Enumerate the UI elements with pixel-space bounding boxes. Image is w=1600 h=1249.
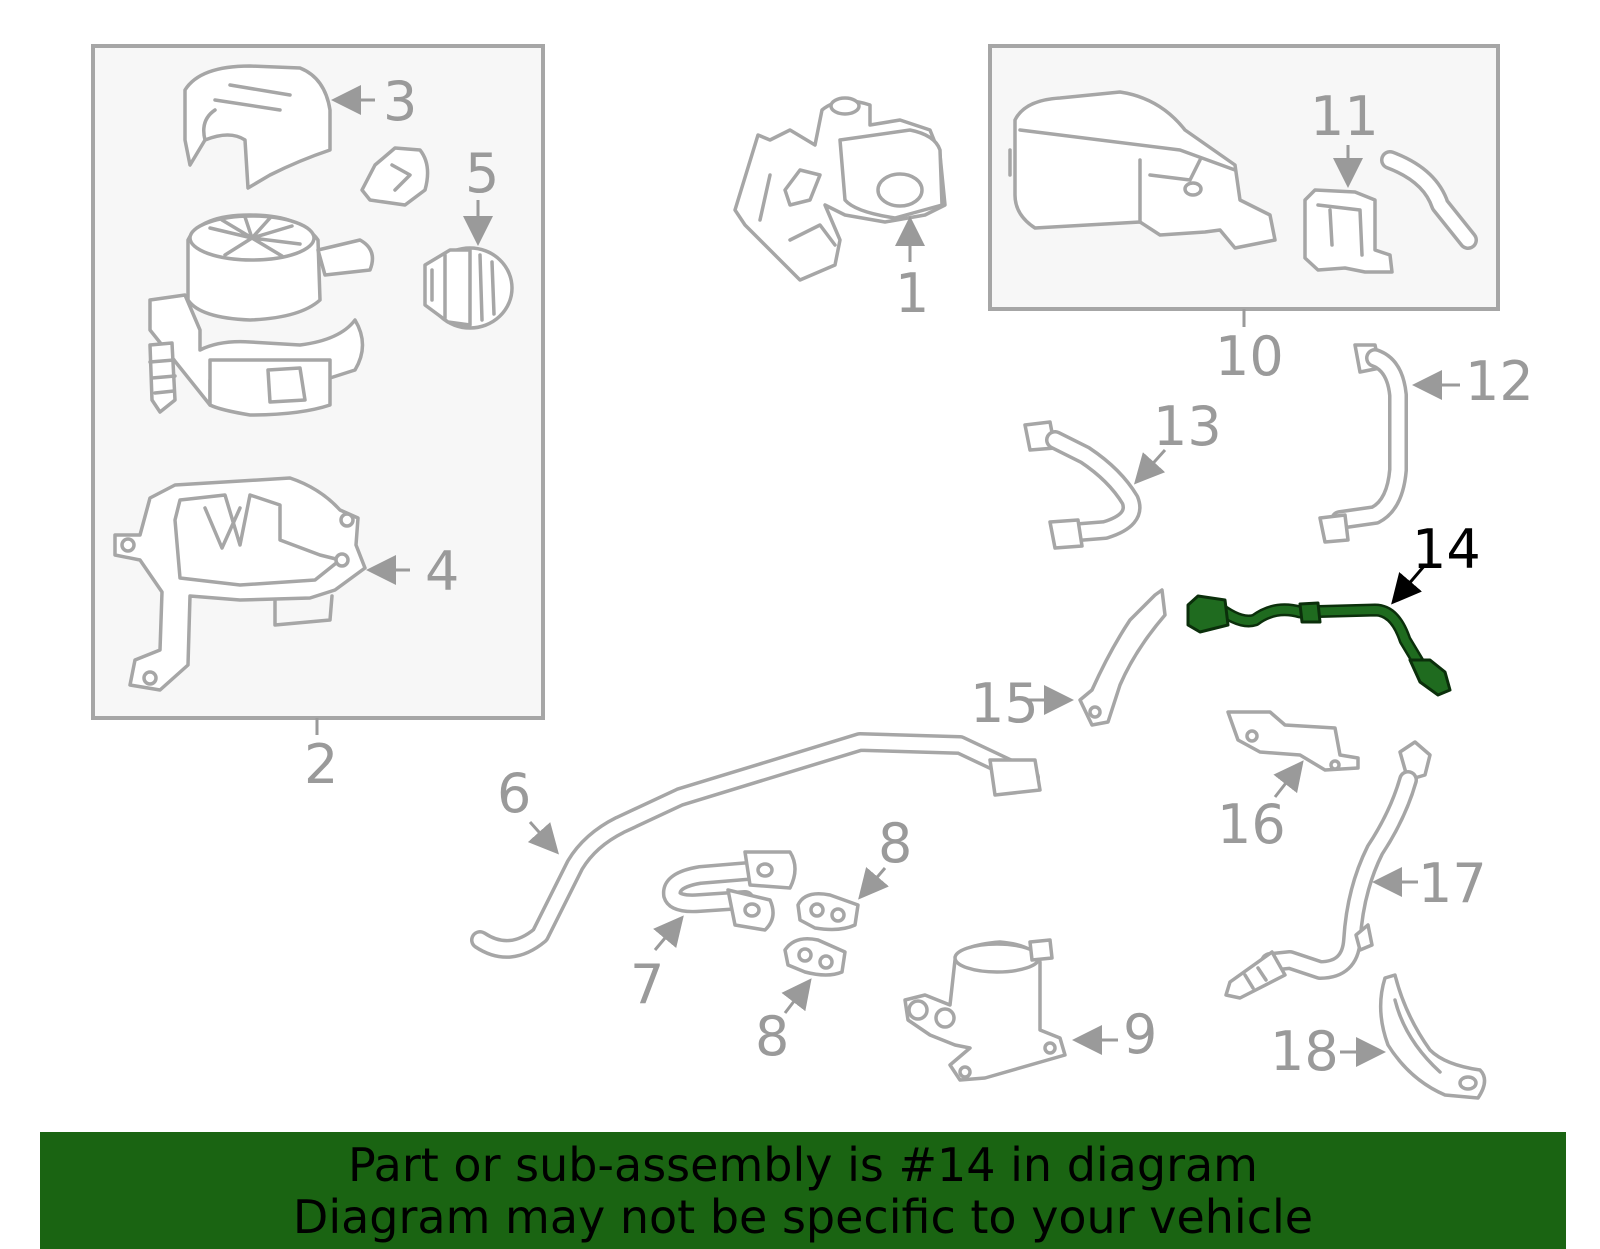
callout-1: 1 <box>895 262 929 325</box>
callout-7: 7 <box>630 953 664 1016</box>
part-8-gasket-upper <box>796 892 860 932</box>
callout-2: 2 <box>304 733 338 796</box>
callout-10: 10 <box>1215 325 1284 388</box>
callout-16: 16 <box>1217 793 1286 856</box>
callout-14: 14 <box>1412 518 1481 581</box>
part-6-pipe <box>470 732 1042 959</box>
part-12-harness <box>1318 343 1408 544</box>
part-13-harness <box>1023 420 1142 550</box>
callout-labels: 3 5 4 2 1 11 10 12 13 14 15 16 17 18 6 7… <box>304 70 1534 1083</box>
part-17-oxygen-sensor <box>1224 740 1432 1000</box>
callout-15: 15 <box>970 672 1039 735</box>
part-1-valve-bracket <box>733 96 947 282</box>
callout-12: 12 <box>1465 350 1534 413</box>
callout-8-upper: 8 <box>878 812 912 875</box>
callout-18: 18 <box>1270 1020 1339 1083</box>
part-7-pipe <box>661 850 797 932</box>
part-2-air-pump <box>148 213 375 417</box>
part-11-vsv-valve <box>1303 150 1478 274</box>
part-18-shield <box>1378 973 1487 1100</box>
part-3-cover <box>183 64 332 190</box>
callout-4: 4 <box>425 540 459 603</box>
callout-3: 3 <box>383 70 417 133</box>
banner-line-2: Diagram may not be specific to your vehi… <box>292 1189 1314 1244</box>
part-5-grommet <box>360 146 514 330</box>
callout-8-lower: 8 <box>755 1005 789 1068</box>
callout-13: 13 <box>1153 395 1222 458</box>
part-16-bracket <box>1226 710 1360 772</box>
part-14-oxygen-sensor <box>1186 594 1452 697</box>
part-4-bracket <box>113 476 367 692</box>
callout-6: 6 <box>497 762 531 825</box>
part-9-valve <box>903 938 1067 1082</box>
info-banner: Part or sub-assembly is #14 in diagram D… <box>40 1132 1566 1249</box>
callout-5: 5 <box>465 142 499 205</box>
callout-17: 17 <box>1418 852 1487 915</box>
part-15-bracket <box>1078 588 1167 727</box>
part-8-gasket-lower <box>783 937 847 977</box>
callout-11: 11 <box>1310 85 1379 148</box>
leader-lines <box>331 85 1460 1067</box>
callout-9: 9 <box>1123 1003 1157 1066</box>
banner-line-1: Part or sub-assembly is #14 in diagram <box>348 1137 1258 1192</box>
part-10-canister <box>1008 90 1277 250</box>
